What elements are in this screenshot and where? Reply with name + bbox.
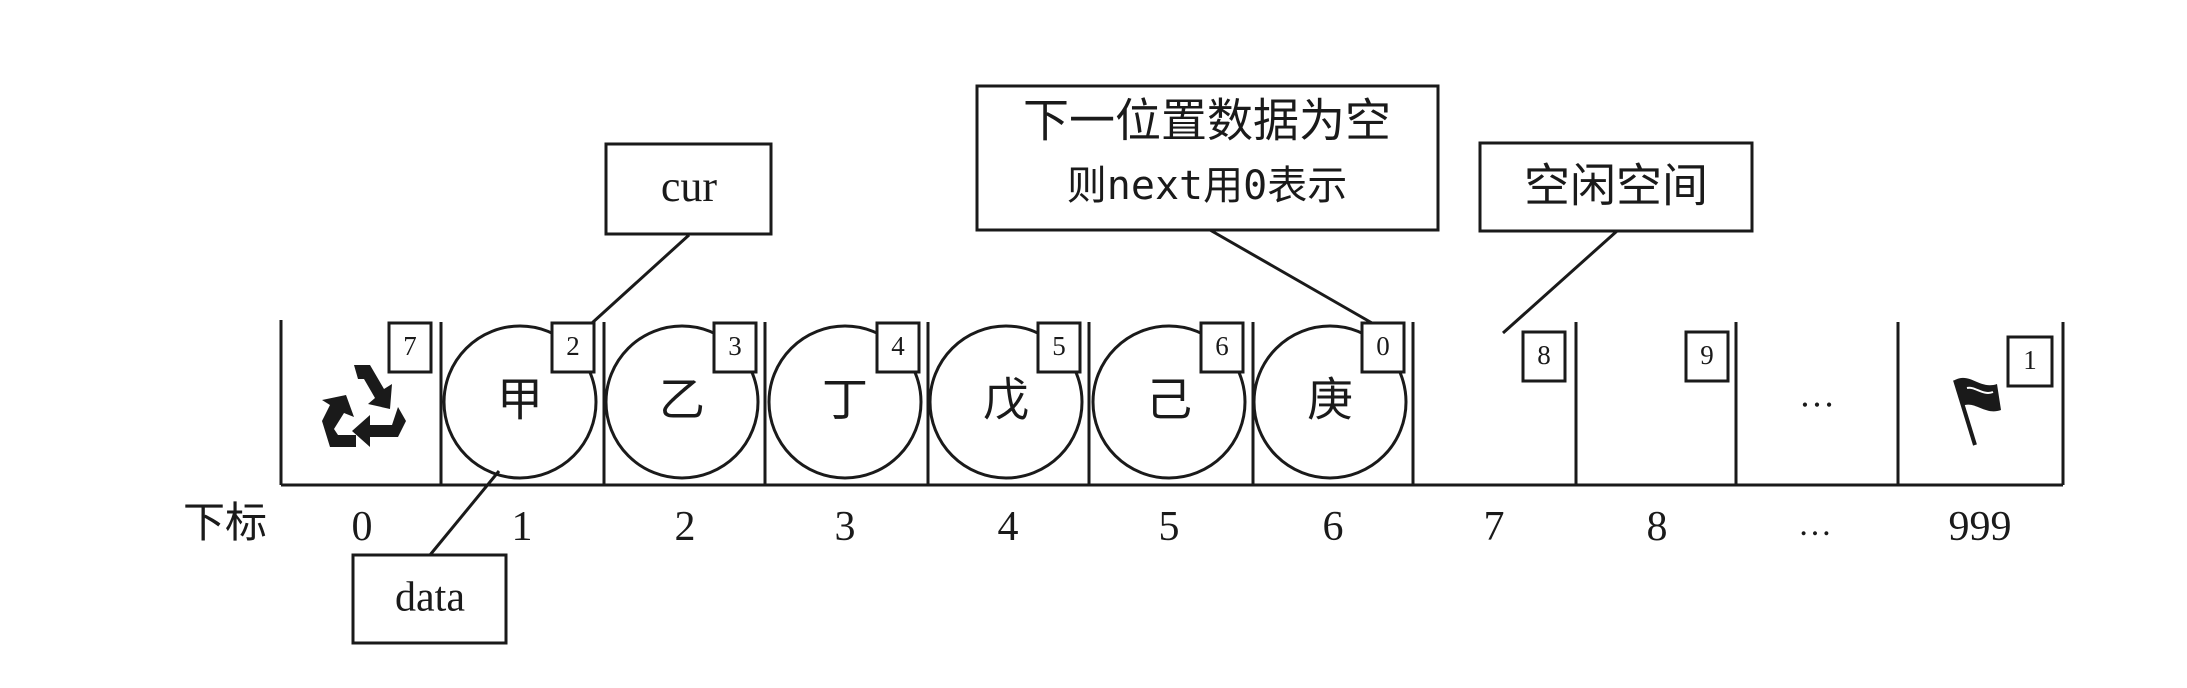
data-callout-box (351, 553, 508, 645)
data-callout-label: data (395, 575, 465, 621)
next-box-5 (1199, 321, 1245, 374)
next-empty-leader (1209, 228, 1373, 325)
next-value-5: 6 (1215, 331, 1229, 361)
next-box-7 (1521, 330, 1567, 383)
next-empty-callout-line2: 则next用0表示 (1067, 163, 1347, 209)
index-ellipsis: … (1798, 506, 1832, 543)
next-value-4: 5 (1052, 331, 1066, 361)
index-5: 5 (1159, 504, 1180, 550)
data-leader (428, 470, 501, 556)
index-7: 7 (1484, 504, 1505, 550)
next-value-1: 2 (566, 331, 580, 361)
index-row-label: 下标 (183, 501, 267, 547)
cur-leader (590, 233, 691, 325)
flag-icon (1953, 377, 2001, 446)
ellipsis-cell: … (1799, 374, 1835, 414)
free-space-callout-label: 空闲空间 (1524, 159, 1708, 213)
index-8: 8 (1647, 504, 1668, 550)
index-1: 1 (512, 504, 533, 550)
data-value-1: 甲 (497, 375, 543, 426)
next-value-0: 7 (403, 331, 417, 361)
next-value-7: 8 (1537, 340, 1551, 370)
next-value-8: 9 (1700, 340, 1714, 370)
next-value-2: 3 (728, 331, 742, 361)
next-value-999: 1 (2023, 345, 2037, 375)
next-box-2 (712, 321, 758, 374)
callout-boxes (351, 84, 1754, 645)
data-value-3: 丁 (822, 375, 868, 426)
cur-callout-label: cur (661, 162, 718, 211)
free-space-callout-box (1478, 141, 1754, 233)
leader-lines (428, 228, 1619, 556)
index-999: 999 (1949, 504, 2012, 550)
next-empty-callout-box (975, 84, 1440, 232)
next-box-6 (1360, 321, 1406, 374)
array-frame (279, 320, 2065, 487)
index-2: 2 (675, 504, 696, 550)
index-6: 6 (1323, 504, 1344, 550)
index-0: 0 (352, 504, 373, 550)
next-value-6: 0 (1376, 331, 1390, 361)
data-value-5: 己 (1146, 375, 1192, 426)
index-4: 4 (998, 504, 1019, 550)
next-box-4 (1036, 321, 1082, 374)
recycle-icon (322, 365, 406, 447)
data-value-4: 戊 (983, 375, 1029, 426)
data-value-6: 庚 (1307, 375, 1353, 426)
index-3: 3 (835, 504, 856, 550)
next-boxes (387, 321, 2054, 388)
next-box-999 (2006, 335, 2054, 388)
next-value-3: 4 (891, 331, 905, 361)
cur-callout-box (604, 142, 773, 236)
next-box-3 (875, 321, 921, 374)
next-box-0 (387, 321, 433, 374)
free-space-leader (1501, 229, 1619, 335)
next-empty-callout-line1: 下一位置数据为空 (1023, 94, 1391, 148)
next-box-1 (550, 321, 596, 374)
data-value-2: 乙 (659, 375, 705, 426)
next-box-8 (1684, 330, 1730, 383)
